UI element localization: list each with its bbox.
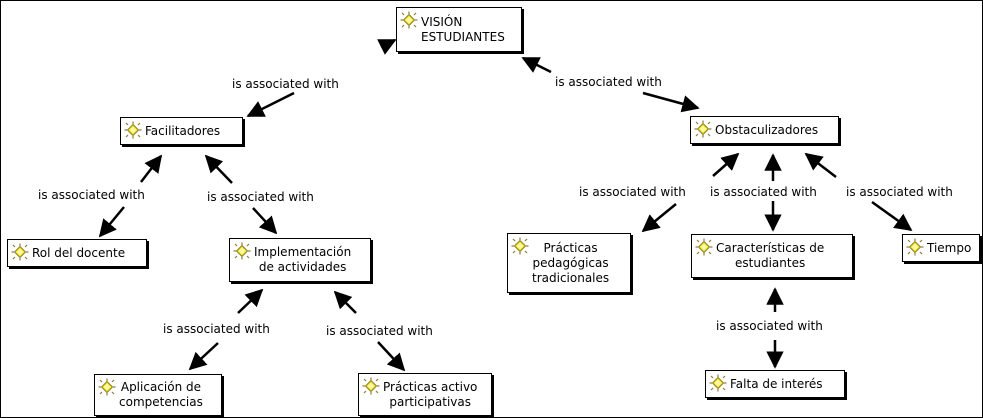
concept-label: Prácticas pedagógicas tradicionales	[532, 240, 610, 285]
concept-label: Falta de interés	[730, 376, 823, 391]
connector-impl-activo-b	[377, 341, 406, 372]
relation-label: is associated with	[325, 324, 434, 338]
concept-node-icon	[511, 237, 529, 255]
concept-node-icon	[906, 238, 924, 256]
connector-impl-activo-a	[333, 290, 357, 314]
concept-node-obstaculizadores[interactable]: Obstaculizadores	[690, 116, 839, 144]
concept-node-implementacion[interactable]: Implementación de actividades	[229, 238, 371, 282]
relation-label: is associated with	[231, 77, 340, 91]
connector-obst-tiempo-b	[871, 200, 913, 232]
relation-label: is associated with	[578, 185, 687, 199]
concept-node-tiempo[interactable]: Tiempo	[902, 234, 980, 262]
concept-node-practicas-tradicionales[interactable]: Prácticas pedagógicas tradicionales	[507, 233, 631, 293]
relation-label: is associated with	[709, 185, 818, 199]
concept-node-icon	[233, 242, 251, 260]
relation-label: is associated with	[162, 322, 271, 336]
concept-node-icon	[124, 121, 142, 139]
concept-node-icon	[694, 120, 712, 138]
relation-label: is associated with	[715, 319, 824, 333]
connector-obst-tradicionales-b	[641, 203, 677, 233]
concept-label: Obstaculizadores	[715, 122, 819, 137]
concept-label: Aplicación de competencias	[119, 380, 203, 409]
concept-label: Facilitadores	[145, 123, 221, 138]
concept-node-vision-estudiantes[interactable]: VISIÓN ESTUDIANTES	[396, 7, 522, 52]
connector-facilitadores-impl-a	[204, 154, 233, 184]
concept-label: Implementación de actividades	[254, 245, 352, 274]
connector-obst-tiempo-a	[804, 152, 837, 178]
relation-label: is associated with	[37, 188, 146, 202]
concept-node-aplicacion-competencias[interactable]: Aplicación de competencias	[94, 374, 222, 416]
relation-label: is associated with	[206, 190, 315, 204]
concept-node-icon	[400, 11, 418, 29]
concept-node-rol-docente[interactable]: Rol del docente	[7, 239, 147, 267]
connector-facilitadores-impl-b	[252, 207, 278, 235]
concept-node-icon	[709, 374, 727, 392]
connector-vision-facilitadores-b	[246, 91, 295, 118]
connector-facilitadores-rol-a	[140, 154, 163, 183]
concept-label: Prácticas activo participativas	[383, 379, 478, 409]
concept-node-icon	[695, 238, 713, 256]
relation-label: is associated with	[845, 185, 954, 199]
connector-impl-aplicacion-b	[188, 342, 219, 371]
concept-node-icon	[362, 377, 380, 395]
connector-impl-aplicacion-a	[237, 288, 264, 314]
concept-node-icon	[11, 243, 29, 261]
connector-vision-facilitadores-a	[376, 38, 397, 55]
connector-obst-tradicionales-a	[712, 152, 740, 177]
relation-label: is associated with	[554, 75, 663, 89]
concept-label: VISIÓN ESTUDIANTES	[421, 14, 505, 44]
concept-node-icon	[98, 378, 116, 396]
concept-node-facilitadores[interactable]: Facilitadores	[120, 117, 243, 145]
connector-vision-obstaculizadores-a	[521, 56, 552, 74]
concept-label: Características de estudiantes	[716, 241, 825, 270]
concept-label: Rol del docente	[32, 245, 126, 260]
concept-label: Tiempo	[927, 240, 972, 255]
connector-vision-obstaculizadores-b	[642, 91, 700, 113]
concept-node-falta-interes[interactable]: Falta de interés	[705, 370, 845, 398]
connector-facilitadores-rol-b	[98, 206, 125, 238]
concept-node-caracteristicas[interactable]: Características de estudiantes	[691, 234, 853, 278]
concept-node-practicas-activo[interactable]: Prácticas activo participativas	[358, 373, 492, 416]
